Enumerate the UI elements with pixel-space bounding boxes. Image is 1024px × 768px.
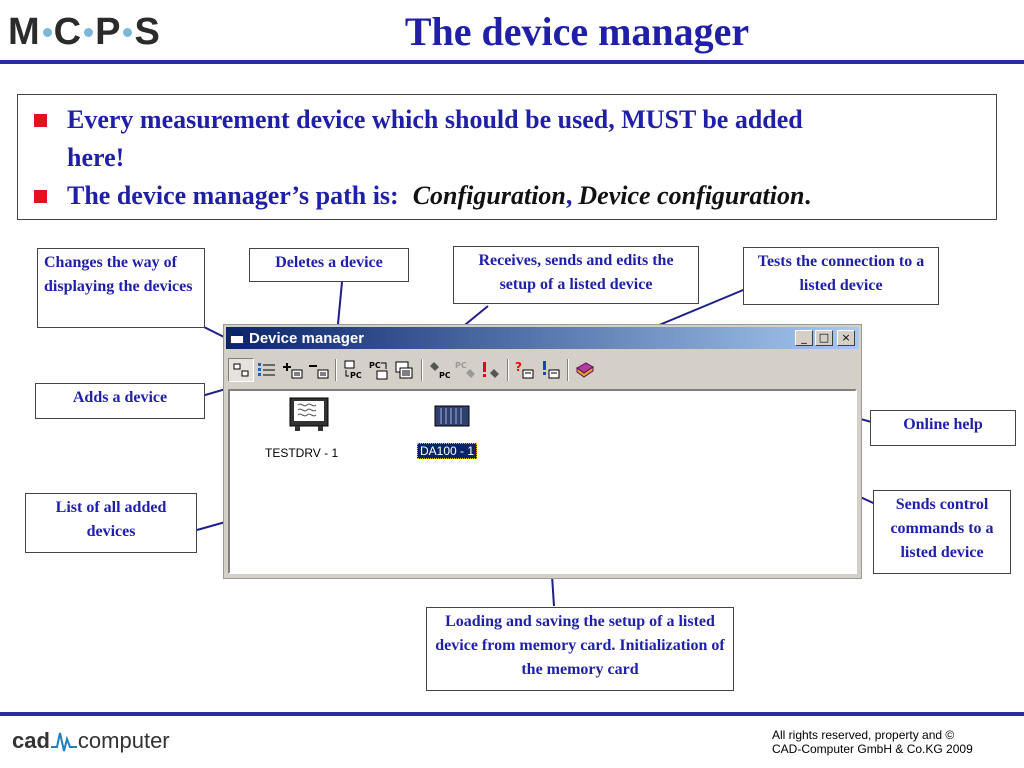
send-setup-button[interactable]: PC [366, 358, 392, 382]
bullet-1-text-cont: here! [67, 143, 125, 172]
list-icon [258, 363, 275, 376]
device-manager-window: Device manager _ □ × PC PC [223, 324, 862, 579]
logo-computer: computer [77, 728, 170, 753]
test-connection-icon: ? [515, 360, 534, 379]
bullet-1-text: Every measurement device which should be… [67, 105, 803, 134]
receive-setup-button[interactable]: PC [340, 358, 366, 382]
maximize-button[interactable]: □ [815, 330, 833, 346]
memory-card-icon [483, 362, 499, 378]
bullet-square-icon [34, 114, 47, 127]
bullet-1-continuation: here! [67, 139, 996, 177]
device-label-testdrv[interactable]: TESTDRV - 1 [265, 446, 339, 460]
svg-text:PC: PC [455, 361, 467, 370]
window-controls: _ □ × [795, 330, 855, 346]
bullet-box: Every measurement device which should be… [17, 94, 997, 220]
callout-memory: Loading and saving the setup of a listed… [426, 607, 734, 691]
callout-commands: Sends control commands to a listed devic… [873, 490, 1011, 574]
send-commands-icon [543, 361, 560, 379]
svg-text:PC: PC [350, 371, 362, 380]
da100-device-icon[interactable] [434, 405, 470, 429]
card-to-pc-icon: PC [430, 362, 450, 380]
waveform-logo-icon [50, 732, 77, 752]
edit-setup-icon [395, 361, 413, 379]
help-book-icon [576, 362, 594, 378]
window-icon [230, 332, 244, 344]
close-button[interactable]: × [837, 330, 855, 346]
delete-device-icon [309, 365, 329, 379]
callout-view: Changes the way of displaying the device… [37, 248, 205, 328]
path-device-configuration: Device configuration [578, 181, 805, 210]
bullet-2: The device manager’s path is: Configurat… [34, 177, 996, 215]
device-label-da100[interactable]: DA100 - 1 [417, 443, 478, 459]
testdrv-device-icon[interactable] [289, 397, 329, 433]
callout-test: Tests the connection to a listed device [743, 247, 939, 305]
delete-device-button[interactable] [306, 358, 332, 382]
bullet-2-text: The device manager’s path is: [67, 181, 399, 210]
page-title: The device manager [404, 9, 750, 54]
test-connection-button[interactable]: ? [512, 358, 538, 382]
svg-text:?: ? [515, 360, 522, 374]
svg-text:PC: PC [369, 361, 381, 370]
footer-rule [0, 712, 1024, 716]
memory-card-button[interactable] [478, 358, 504, 382]
send-setup-icon: PC [369, 361, 388, 380]
edit-setup-button[interactable] [392, 358, 418, 382]
callout-add: Adds a device [35, 383, 205, 419]
add-device-icon [283, 363, 303, 379]
callout-delete: Deletes a device [249, 248, 409, 282]
path-separator: , [565, 181, 573, 210]
window-title: Device manager [249, 329, 365, 347]
copyright-line-1: All rights reserved, property and © [772, 728, 955, 742]
header-rule [0, 60, 1024, 64]
large-icons-icon [233, 363, 249, 377]
toolbar-separator [421, 359, 423, 381]
pc-to-card-icon: PC [455, 361, 475, 378]
pc-to-card-button[interactable]: PC [452, 358, 478, 382]
toolbar-separator [507, 359, 509, 381]
callout-help: Online help [870, 410, 1016, 446]
svg-text:PC: PC [439, 371, 450, 380]
path-end: . [804, 181, 811, 210]
window-titlebar[interactable]: Device manager _ □ × [226, 327, 859, 349]
send-commands-button[interactable] [538, 358, 564, 382]
minimize-button[interactable]: _ [795, 330, 813, 346]
online-help-button[interactable] [572, 358, 598, 382]
list-view-button[interactable] [254, 358, 280, 382]
callout-setup: Receives, sends and edits the setup of a… [453, 246, 699, 304]
logo-cad: cad [12, 728, 50, 753]
view-toggle-button[interactable] [228, 358, 254, 382]
toolbar-separator [567, 359, 569, 381]
path-configuration: Configuration [412, 181, 566, 210]
bullet-1: Every measurement device which should be… [34, 101, 996, 139]
toolbar: PC PC PC PC ? [228, 355, 857, 385]
toolbar-separator [335, 359, 337, 381]
cad-computer-logo: cad computer [12, 728, 170, 754]
receive-setup-icon: PC [344, 360, 362, 380]
copyright: All rights reserved, property and © CAD-… [772, 728, 973, 756]
bullet-square-icon [34, 190, 47, 203]
copyright-line-2: CAD-Computer GmbH & Co.KG 2009 [772, 742, 973, 756]
card-to-pc-button[interactable]: PC [426, 358, 452, 382]
add-device-button[interactable] [280, 358, 306, 382]
device-list[interactable]: TESTDRV - 1 DA100 - 1 [228, 389, 857, 574]
callout-list: List of all added devices [25, 493, 197, 553]
